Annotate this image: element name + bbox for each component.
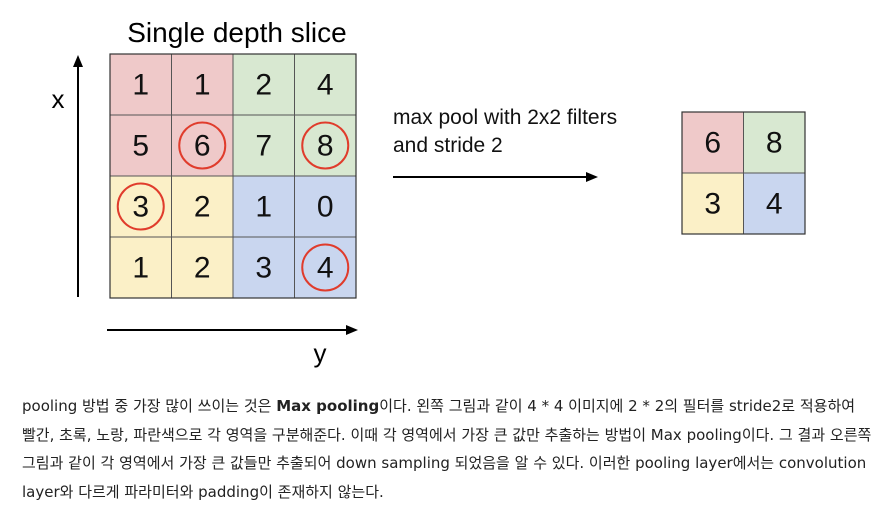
input-cell-value-3-3: 4 — [317, 252, 334, 285]
input-cell-value-0-2: 2 — [255, 69, 272, 102]
input-cell-2-0 — [109, 175, 172, 238]
input-cell-2-3 — [294, 175, 357, 238]
output-cell-0-0 — [681, 111, 744, 174]
input-cell-value-3-0: 1 — [132, 252, 149, 285]
input-cell-2-1 — [171, 175, 234, 238]
input-cell-value-2-0: 3 — [132, 191, 149, 224]
y-axis-arrow — [107, 325, 358, 335]
output-cell-value-0-1: 8 — [766, 127, 783, 160]
description-text-b: 이다. 왼쪽 그림과 같이 4 * 4 이미지에 2 * 2의 필터를 stri… — [22, 397, 872, 501]
input-cell-value-2-1: 2 — [194, 191, 211, 224]
description-text-a: pooling 방법 중 가장 많이 쓰이는 것은 — [22, 397, 277, 415]
input-cell-value-0-1: 1 — [194, 69, 211, 102]
max-value-circle — [178, 121, 227, 170]
max-value-circle — [116, 182, 165, 231]
x-axis-arrow — [73, 55, 83, 297]
description-paragraph: pooling 방법 중 가장 많이 쓰이는 것은 Max pooling이다.… — [22, 392, 872, 506]
input-cell-0-3 — [294, 53, 357, 116]
input-cell-1-1 — [171, 114, 234, 177]
x-axis-label: x — [52, 84, 65, 114]
output-cell-value-1-1: 4 — [766, 188, 783, 221]
input-cell-value-0-0: 1 — [132, 69, 149, 102]
input-cell-value-1-1: 6 — [194, 130, 211, 163]
pooling-annotation-line1: max pool with 2x2 filters — [393, 106, 617, 129]
input-cell-value-1-2: 7 — [255, 130, 272, 163]
input-cell-value-1-3: 8 — [317, 130, 334, 163]
output-grid: 6 8 3 4 — [681, 111, 806, 235]
pooling-arrow — [393, 172, 598, 182]
input-grid-border — [109, 53, 357, 299]
input-cell-3-1 — [171, 236, 234, 299]
input-cell-value-3-2: 3 — [255, 252, 272, 285]
max-value-circle — [301, 121, 350, 170]
max-value-circle — [301, 243, 350, 292]
input-cell-0-2 — [232, 53, 295, 116]
input-cell-value-1-0: 5 — [132, 130, 149, 163]
input-cell-value-0-3: 4 — [317, 69, 334, 102]
description-bold-term: Max pooling — [276, 397, 380, 415]
input-cell-3-0 — [109, 236, 172, 299]
y-axis-label: y — [314, 338, 327, 368]
output-cell-value-1-0: 3 — [704, 188, 721, 221]
diagram-title: Single depth slice — [127, 17, 346, 48]
input-cell-value-2-3: 0 — [317, 191, 334, 224]
output-grid-border — [681, 111, 806, 235]
pooling-annotation-line2: and stride 2 — [393, 134, 503, 157]
input-cell-value-2-2: 1 — [255, 191, 272, 224]
input-cell-value-3-1: 2 — [194, 252, 211, 285]
output-cell-value-0-0: 6 — [704, 127, 721, 160]
input-grid: 1 1 2 4 5 6 7 8 3 2 1 0 1 2 3 4 — [109, 53, 357, 299]
input-cell-2-2 — [232, 175, 295, 238]
